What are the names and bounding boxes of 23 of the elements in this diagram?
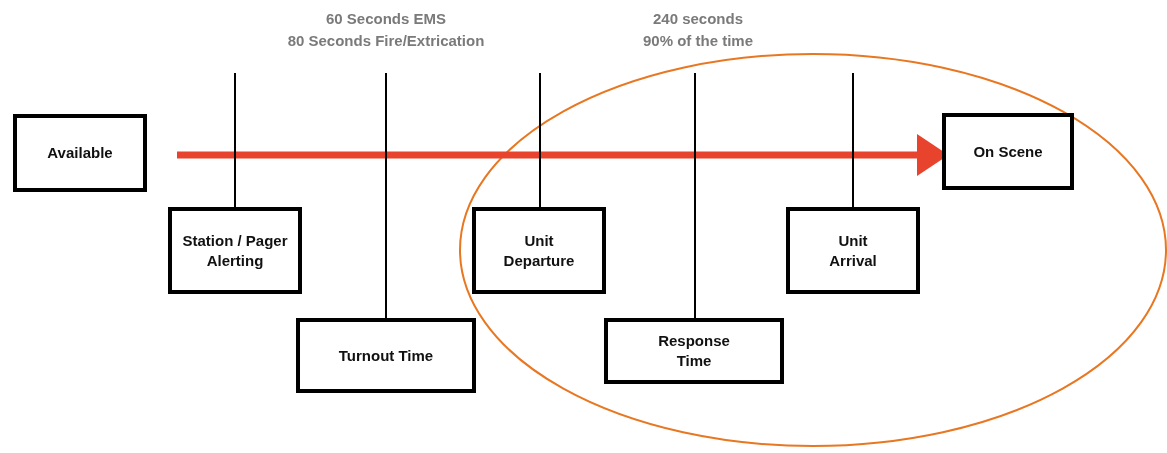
time-target-note: 90% of the time — [643, 32, 753, 49]
process-box — [786, 207, 920, 294]
process-box — [13, 114, 147, 192]
process-box — [296, 318, 476, 393]
box-label: Unit Departure — [502, 230, 576, 271]
process-box — [942, 113, 1074, 190]
box-label: Response Time — [657, 331, 731, 371]
process-box — [472, 207, 606, 294]
timeline-tick-line — [385, 72, 387, 319]
time-target-note: 240 seconds — [652, 10, 744, 27]
box-label: Station / Pager Alerting — [181, 230, 289, 271]
time-target-note: 80 Seconds Fire/Extrication — [287, 32, 485, 49]
box-label: On Scene — [973, 141, 1043, 162]
process-box — [604, 318, 784, 384]
timeline-tick-line — [694, 72, 696, 319]
process-box — [168, 207, 302, 294]
time-target-note: 60 Seconds EMS — [326, 10, 446, 27]
box-label: Turnout Time — [338, 345, 434, 366]
box-label: Available — [47, 143, 113, 163]
timeline-tick-line — [539, 72, 541, 208]
timeline-tick-line — [234, 72, 236, 208]
timeline-tick-line — [852, 72, 854, 208]
box-label: Unit Arrival — [828, 230, 878, 271]
